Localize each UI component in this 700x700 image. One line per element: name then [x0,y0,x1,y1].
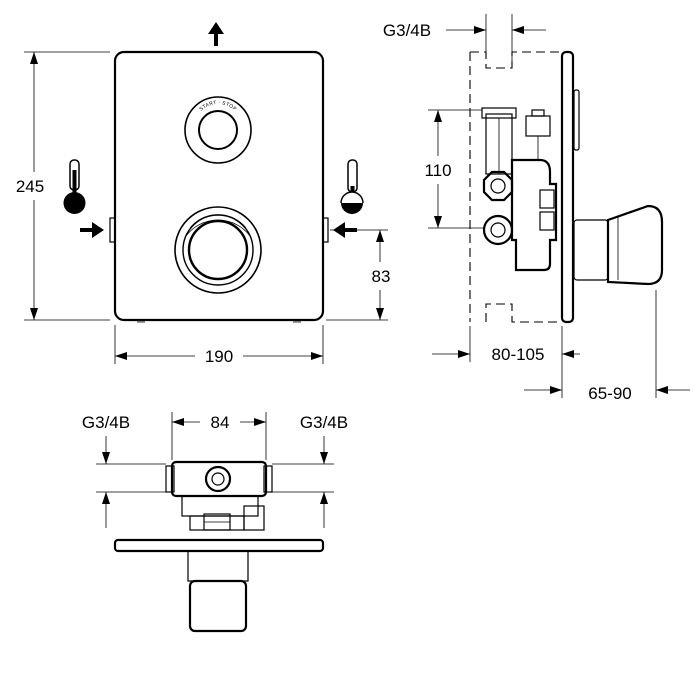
depth-label: 80-105 [492,345,545,364]
dimension-inlet-height: 83 [326,229,391,321]
cover-plate-side [560,50,575,324]
projection-label: 65-90 [588,384,631,403]
height-label: 245 [16,177,44,196]
dimension-depth: 80-105 [432,326,580,398]
dimension-connection-right: G3/4B [272,413,348,528]
inlet-height-label: 83 [372,267,391,286]
left-connection-label: G3/4B [82,413,130,432]
dimension-width-front: 190 [114,325,324,366]
spacing-label: 84 [211,413,230,432]
front-view: START · STOP [16,22,391,366]
width-label: 190 [205,347,233,366]
knob-side [573,204,664,286]
dimension-projection: 65-90 [524,290,690,403]
thermometer-hot-icon [63,159,86,214]
dimension-connection-side: G3/4B [383,14,546,52]
connection-label: G3/4B [383,21,431,40]
right-connection-label: G3/4B [300,413,348,432]
thermometer-cold-icon [340,159,364,214]
dimension-spacing: 84 [171,412,267,460]
dimension-height-front: 245 [16,51,110,321]
cover-plate [113,50,325,322]
dimension-height-side: 110 [424,109,484,229]
temperature-knob [174,206,262,294]
arrow-right-icon [80,222,104,238]
bottom-view: 84 G3/4B G3/4B [82,412,348,633]
side-view: G3/4B 110 80-105 [383,14,690,403]
cover-plate-bottom [113,538,325,553]
dimension-connection-left: G3/4B [82,413,166,528]
side-height-label: 110 [424,161,451,180]
start-stop-button: START · STOP [184,96,252,164]
arrow-up-icon [208,22,224,46]
valve-body-side [481,107,558,272]
knob-bottom [187,550,249,633]
valve-body-bottom [165,460,273,531]
